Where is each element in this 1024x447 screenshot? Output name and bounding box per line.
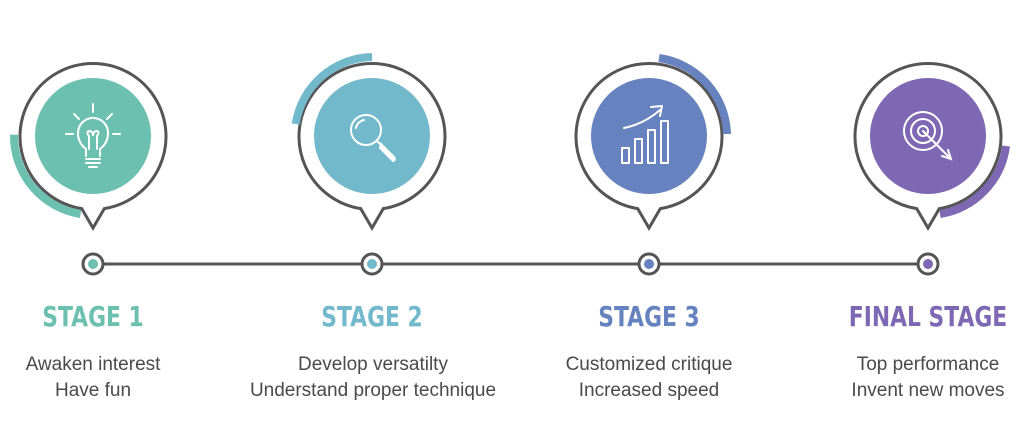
- lightbulb-icon: [65, 103, 121, 168]
- final-stage-line-2: Invent new moves: [851, 380, 1005, 401]
- stage-2-title: STAGE 2: [321, 300, 423, 333]
- stage-1-progress-arc: [9, 134, 82, 218]
- stage-1-node-dot: [88, 259, 98, 269]
- magnifier-icon: [350, 114, 396, 163]
- stage-2-line-2: Understand proper technique: [249, 380, 497, 401]
- final-stage-progress-arc: [939, 145, 1010, 218]
- stage-3-progress-arc: [658, 54, 731, 135]
- stage-1-description: Awaken interest Have fun: [0, 352, 223, 404]
- final-stage-description: Top performance Invent new moves: [798, 352, 1024, 404]
- target-icon: [903, 111, 953, 161]
- stage-2-line-1: Develop versatilty: [298, 354, 448, 375]
- stage-3-node-dot: [644, 259, 654, 269]
- stage-3-line-2: Increased speed: [578, 380, 720, 401]
- final-stage-node-dot: [923, 259, 933, 269]
- stage-1-marker: [9, 61, 168, 276]
- stage-1-line-1: Awaken interest: [25, 354, 161, 375]
- stage-2-icon-circle: [314, 78, 430, 194]
- stage-1-title: STAGE 1: [42, 300, 144, 333]
- stage-2-node-dot: [367, 259, 377, 269]
- stage-3-title: STAGE 3: [598, 300, 700, 333]
- growth-chart-icon: [621, 105, 669, 164]
- stage-2-description: Develop versatilty Understand proper tec…: [243, 352, 503, 404]
- stage-3-marker: [574, 54, 731, 276]
- stage-3-line-1: Customized critique: [565, 354, 733, 375]
- final-stage-title: FINAL STAGE: [848, 300, 1008, 333]
- final-stage-line-1: Top performance: [856, 354, 1000, 375]
- final-stage-marker: [853, 61, 1010, 276]
- stage-1-line-2: Have fun: [54, 380, 132, 401]
- stage-3-description: Customized critique Increased speed: [519, 352, 779, 404]
- stage-2-progress-arc: [291, 53, 373, 125]
- stage-2-marker: [291, 53, 447, 276]
